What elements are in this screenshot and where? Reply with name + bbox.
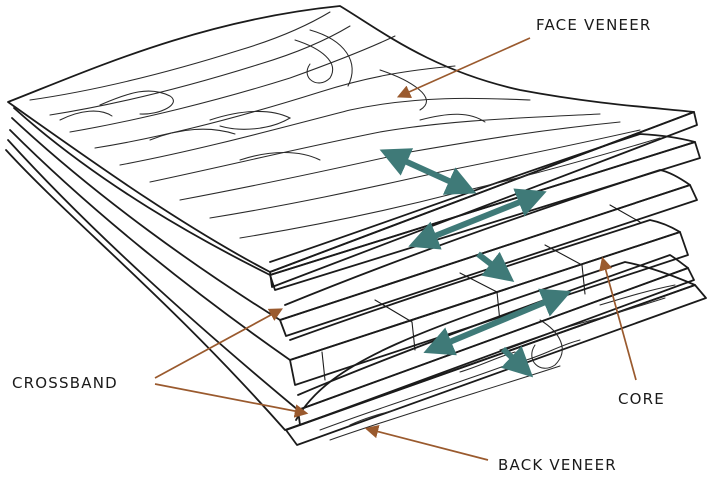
grain-direction-arrows bbox=[379, 148, 572, 378]
crossband-leader-upper bbox=[154, 308, 283, 379]
face-veneer-grain bbox=[29, 11, 661, 239]
back-grain-arrow bbox=[500, 345, 534, 378]
back-veneer-label: BACK VENEER bbox=[498, 456, 617, 474]
leader-arrows bbox=[154, 37, 637, 461]
crossband-label: CROSSBAND bbox=[12, 374, 118, 392]
face-grain-arrow bbox=[379, 148, 477, 195]
crossband-grain-arrow-lower bbox=[423, 288, 572, 356]
back-veneer-grain bbox=[319, 284, 676, 441]
crossband-sheet bbox=[13, 107, 701, 291]
core-label: CORE bbox=[618, 390, 665, 408]
crossband-grain-arrow-upper bbox=[408, 188, 547, 250]
face-veneer-label: FACE VENEER bbox=[536, 16, 652, 34]
core-grain-arrow bbox=[476, 251, 515, 283]
core-leader bbox=[599, 256, 637, 381]
back-veneer-leader bbox=[364, 424, 489, 461]
crossband-leader-lower bbox=[154, 383, 309, 418]
face-veneer-leader bbox=[396, 37, 531, 99]
back-veneer-layer bbox=[5, 149, 707, 446]
